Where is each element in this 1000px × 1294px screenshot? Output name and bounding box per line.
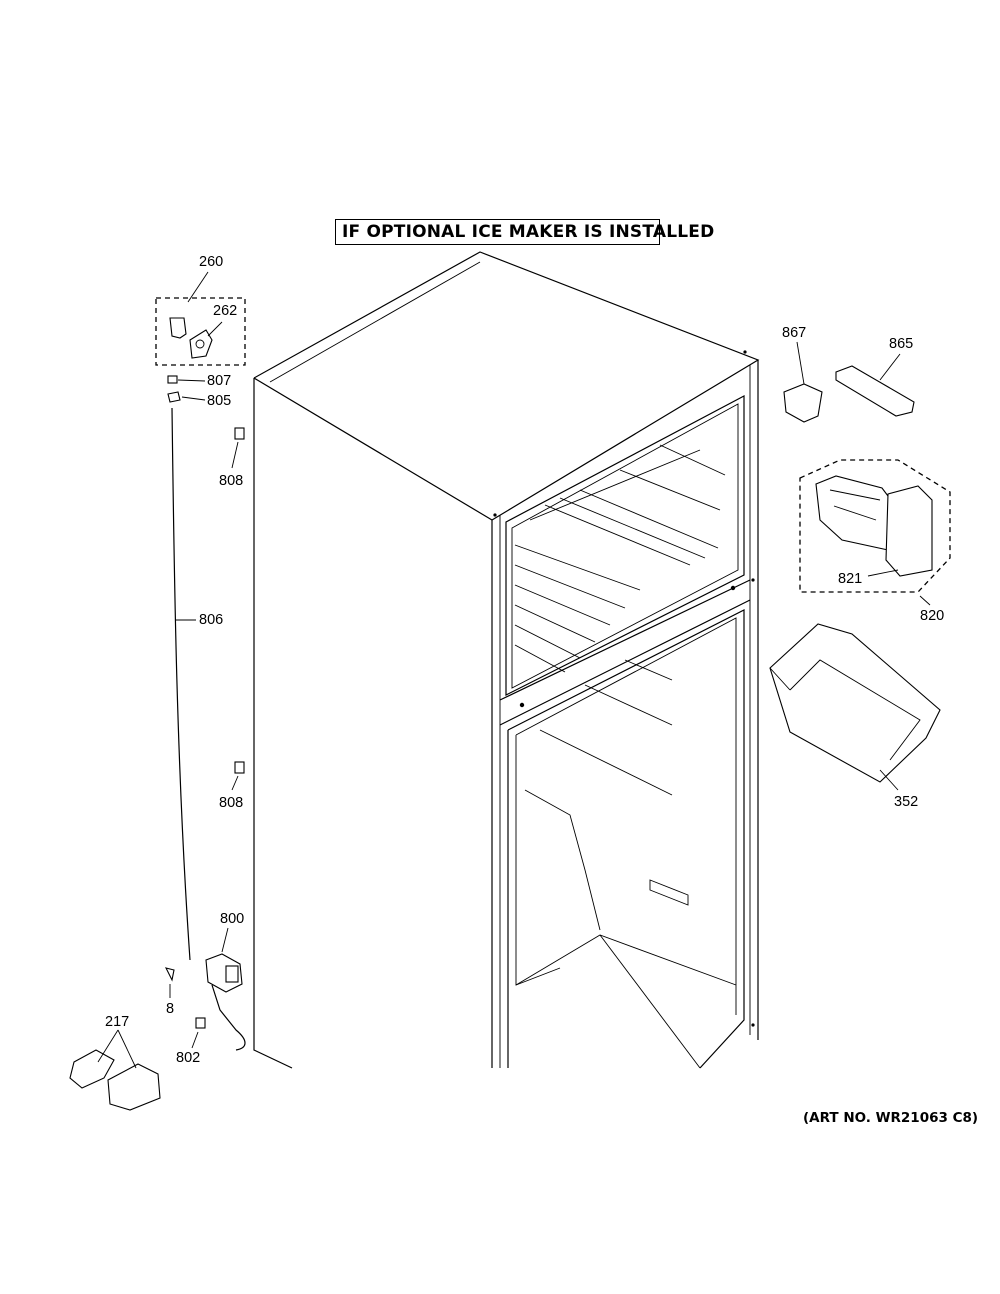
part-808-lower — [231, 761, 245, 791]
part-808-upper — [231, 427, 245, 469]
callout-805: 805 — [207, 393, 232, 409]
callout-808-upper: 808 — [219, 473, 244, 489]
callout-806: 806 — [199, 612, 224, 628]
part-807 — [167, 375, 206, 384]
ice-bucket-352 — [769, 623, 941, 791]
part-865 — [835, 353, 915, 417]
callout-807: 807 — [207, 373, 232, 389]
clip-802 — [191, 1017, 206, 1049]
brackets-217 — [69, 1029, 161, 1111]
screw-8 — [164, 967, 175, 998]
part-867 — [783, 341, 823, 423]
callout-352: 352 — [894, 794, 919, 810]
leader-260 — [187, 271, 209, 303]
callout-808-lower: 808 — [219, 795, 244, 811]
callout-820: 820 — [920, 608, 945, 624]
callout-865: 865 — [889, 336, 914, 352]
art-number: (ART NO. WR21063 C8) — [803, 1110, 979, 1126]
ice-maker-820 — [799, 459, 951, 606]
callout-802: 802 — [176, 1050, 201, 1066]
heading-frame — [335, 219, 660, 245]
callout-262: 262 — [213, 303, 238, 319]
callout-8: 8 — [166, 1001, 175, 1017]
part-805 — [167, 391, 206, 403]
diagram-heading: IF OPTIONAL ICE MAKER IS INSTALLED — [342, 222, 715, 242]
callout-867: 867 — [782, 325, 807, 341]
leader-262 — [207, 321, 223, 337]
callout-821: 821 — [838, 571, 863, 587]
water-valve-800 — [205, 927, 246, 1051]
callout-800: 800 — [220, 911, 245, 927]
water-line-806 — [171, 407, 196, 961]
callout-217: 217 — [105, 1014, 130, 1030]
callout-260: 260 — [199, 254, 224, 270]
fitting-kit-260 — [155, 297, 246, 366]
refrigerator-cabinet — [253, 251, 760, 1069]
